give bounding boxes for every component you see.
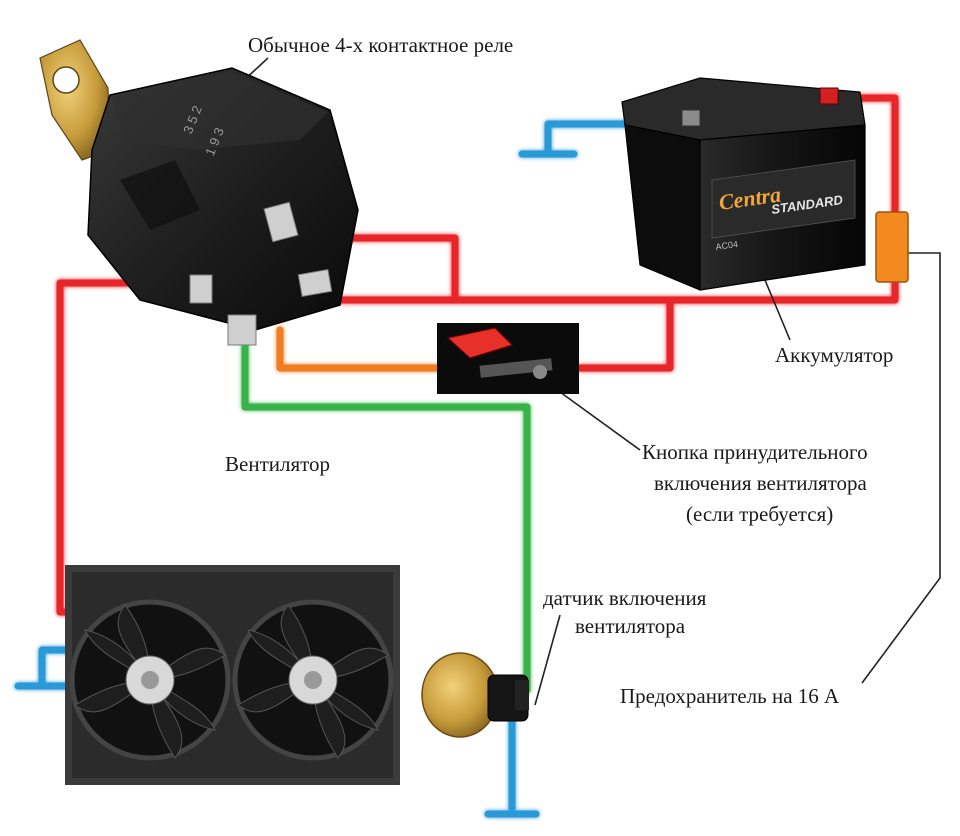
battery-label: Аккумулятор <box>775 343 893 367</box>
battery-body <box>624 124 701 291</box>
sensor-label-line1: датчик включения <box>543 586 707 610</box>
button-label-line2: включения вентилятора <box>654 471 868 495</box>
button-wire <box>276 326 444 372</box>
battery-negative-terminal <box>681 109 701 127</box>
labels: Обычное 4-х контактное реле Аккумулятор … <box>225 33 893 708</box>
relay-bracket <box>39 39 111 161</box>
temperature-sensor <box>421 652 529 738</box>
power-wire-fan <box>56 279 204 616</box>
fuse-leader <box>861 252 941 684</box>
relay-terminal-30 <box>297 268 333 298</box>
button-label-line1: Кнопка принудительного <box>642 440 868 464</box>
relay: 3 5 2 1 9 3 <box>39 39 359 346</box>
power-wire-battery-fuse <box>336 94 899 304</box>
sensor-body <box>421 652 499 738</box>
fuse-label: Предохранитель на 16 А <box>620 684 840 708</box>
relay-terminal-85 <box>189 274 213 304</box>
battery-positive-terminal <box>819 87 839 105</box>
battery: Centra STANDARD AC04 <box>621 77 866 291</box>
sensor-label-line2: вентилятора <box>575 614 686 638</box>
battery-code: AC04 <box>715 239 739 252</box>
button-toggle-cap <box>446 327 513 359</box>
relay-terminals <box>189 201 333 346</box>
fan-sensor-wire <box>241 341 531 694</box>
relay-terminal-87 <box>263 201 299 243</box>
relay-terminal-86 <box>227 314 257 346</box>
fan-right <box>232 599 394 761</box>
force-fan-button <box>437 323 579 394</box>
fuse <box>875 211 909 283</box>
button-leader <box>559 391 641 451</box>
radiator-fan-assembly <box>65 565 400 785</box>
sensor-leader <box>534 614 561 706</box>
fan-left <box>69 599 231 761</box>
relay-label: Обычное 4-х контактное реле <box>248 33 513 57</box>
fan-label: Вентилятор <box>225 452 330 476</box>
button-label-line3: (если требуется) <box>686 502 833 526</box>
power-wire-button-feed <box>576 296 674 372</box>
